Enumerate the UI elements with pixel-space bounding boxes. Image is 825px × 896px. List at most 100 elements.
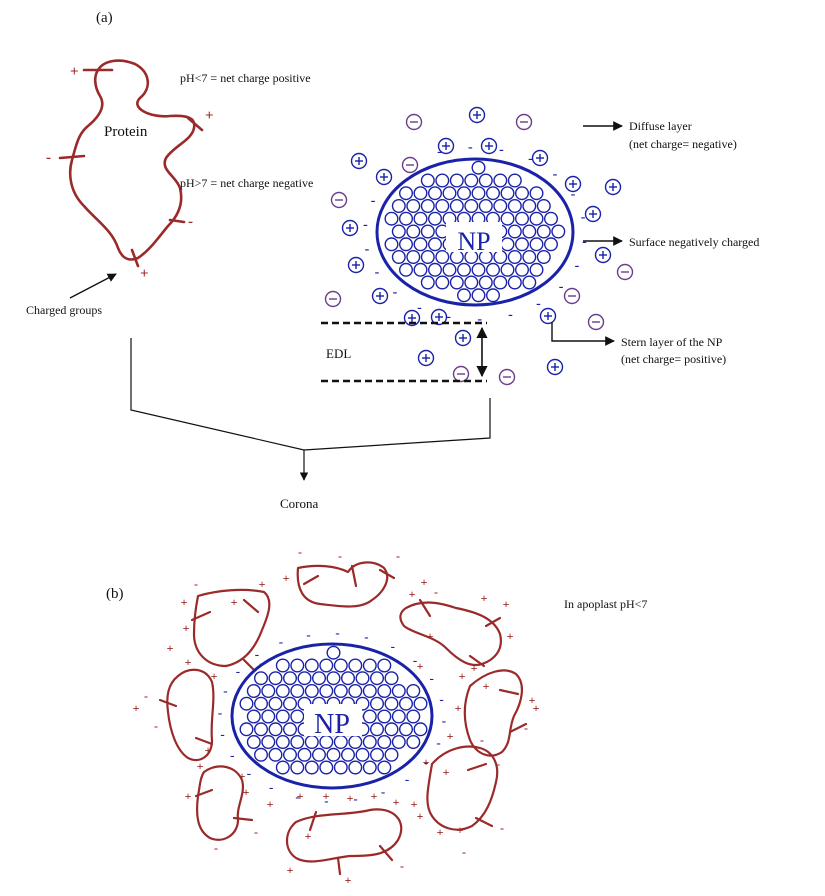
np-core-circle: [399, 696, 414, 711]
np-core-circle: [471, 186, 486, 201]
np-core-circle: [275, 709, 290, 724]
np-core-circle: [471, 262, 486, 277]
np-core-circle: [290, 658, 305, 673]
negative-charge-mark: -: [575, 258, 580, 273]
positive-charge-mark: +: [231, 595, 238, 609]
positive-charge-mark: +: [417, 659, 424, 673]
svg-text:-: -: [188, 214, 193, 230]
negative-charge-mark: -: [381, 784, 385, 799]
np-core-circle: [449, 275, 464, 290]
np-core-circle: [399, 262, 414, 277]
np-core-circle: [362, 735, 377, 750]
negative-charge-mark: -: [436, 735, 440, 750]
negative-charge-mark: -: [439, 691, 443, 706]
np-core-circle: [522, 275, 537, 290]
np-core-circle: [384, 211, 399, 226]
np-core-circle: [544, 237, 559, 252]
np-core-circle: [275, 658, 290, 673]
np-core-circle: [522, 198, 537, 213]
panel-a-label: (a): [96, 10, 113, 26]
np-core-circle: [246, 735, 261, 750]
cation-ion: [564, 175, 582, 193]
positive-charge-mark: +: [371, 789, 378, 803]
cation-ion: [584, 205, 602, 223]
np-core-circle: [493, 173, 508, 188]
np-core-circle: [500, 211, 515, 226]
np-core-circle: [319, 658, 334, 673]
np-core-circle: [449, 173, 464, 188]
np-core-circle: [399, 237, 414, 252]
np-core-circle: [261, 684, 276, 699]
np-core-circle: [435, 198, 450, 213]
np-core-circle: [478, 275, 493, 290]
cation-ion: [430, 308, 448, 326]
protein-charges: + + - - +: [46, 64, 214, 282]
np-core-circle: [391, 249, 406, 264]
negative-charge-mark: -: [338, 549, 342, 563]
np-core-circle: [377, 760, 392, 775]
ph-low-text: pH<7 = net charge positive: [180, 71, 311, 85]
np-core-circle: [399, 722, 414, 737]
positive-charge-mark: +: [185, 655, 192, 669]
cation-ion: [468, 106, 486, 124]
negative-charge-mark: -: [220, 727, 224, 742]
protein-label: Protein: [104, 124, 148, 140]
np-particle-b: NP: [230, 642, 434, 790]
negative-charge-mark: -: [442, 713, 446, 728]
apoplast-text: In apoplast pH<7: [564, 597, 647, 611]
np-core-circle: [507, 173, 522, 188]
stern-layer-note: (net charge= positive): [621, 352, 726, 366]
np-core-circle: [377, 735, 392, 750]
np-core-circle: [486, 262, 501, 277]
np-core-circle: [391, 709, 406, 724]
negative-charge-mark: -: [480, 733, 484, 747]
positive-charge-mark: +: [181, 595, 188, 609]
np-core-circle: [536, 224, 551, 239]
np-core-circle: [362, 760, 377, 775]
surface-charge-label: Surface negatively charged: [629, 235, 759, 249]
cation-ion: [604, 178, 622, 196]
np-core-circle: [457, 186, 472, 201]
anion-ion: [452, 365, 470, 383]
np-core-circle: [399, 211, 414, 226]
negative-charge-mark: -: [437, 145, 442, 160]
negative-charge-mark: -: [462, 845, 466, 859]
np-core-circle: [268, 696, 283, 711]
np-core-circle: [283, 671, 298, 686]
negative-charge-mark: -: [559, 280, 564, 295]
negative-charge-mark: -: [324, 793, 328, 808]
negative-charge-mark: -: [194, 577, 198, 591]
np-core-circle: [442, 186, 457, 201]
np-core-circle: [275, 684, 290, 699]
positive-charge-mark: +: [345, 873, 352, 887]
positive-charge-mark: +: [437, 825, 444, 839]
panel-b-label: (b): [106, 586, 124, 602]
np-core-circle: [399, 186, 414, 201]
positive-charge-mark: +: [297, 789, 304, 803]
protein-charges-b: ---++-++++++++-+++++-+-++++-+++-++--++--…: [133, 545, 540, 887]
np-core-circle: [384, 722, 399, 737]
np-core-circle: [253, 671, 268, 686]
negative-charge-mark: -: [468, 140, 473, 155]
corona-connector: [130, 338, 491, 481]
cation-ion: [350, 152, 368, 170]
np-core-circle: [253, 696, 268, 711]
positive-charge-mark: +: [185, 789, 192, 803]
np-core-circle: [312, 747, 327, 762]
np-core-circle: [333, 658, 348, 673]
np-core-circle: [377, 684, 392, 699]
np-core-circle: [486, 186, 501, 201]
np-core-circle: [319, 684, 334, 699]
np-core-circle: [406, 249, 421, 264]
np-core-circle: [341, 747, 356, 762]
negative-charge-mark: -: [446, 310, 451, 325]
cation-ion: [437, 137, 455, 155]
positive-charge-mark: +: [267, 797, 274, 811]
positive-charge-mark: +: [411, 797, 418, 811]
np-core-circle: [362, 709, 377, 724]
np-core-circle: [304, 760, 319, 775]
svg-text:+: +: [205, 108, 214, 124]
edl-label: EDL: [326, 346, 351, 361]
positive-charge-mark: +: [421, 575, 428, 589]
